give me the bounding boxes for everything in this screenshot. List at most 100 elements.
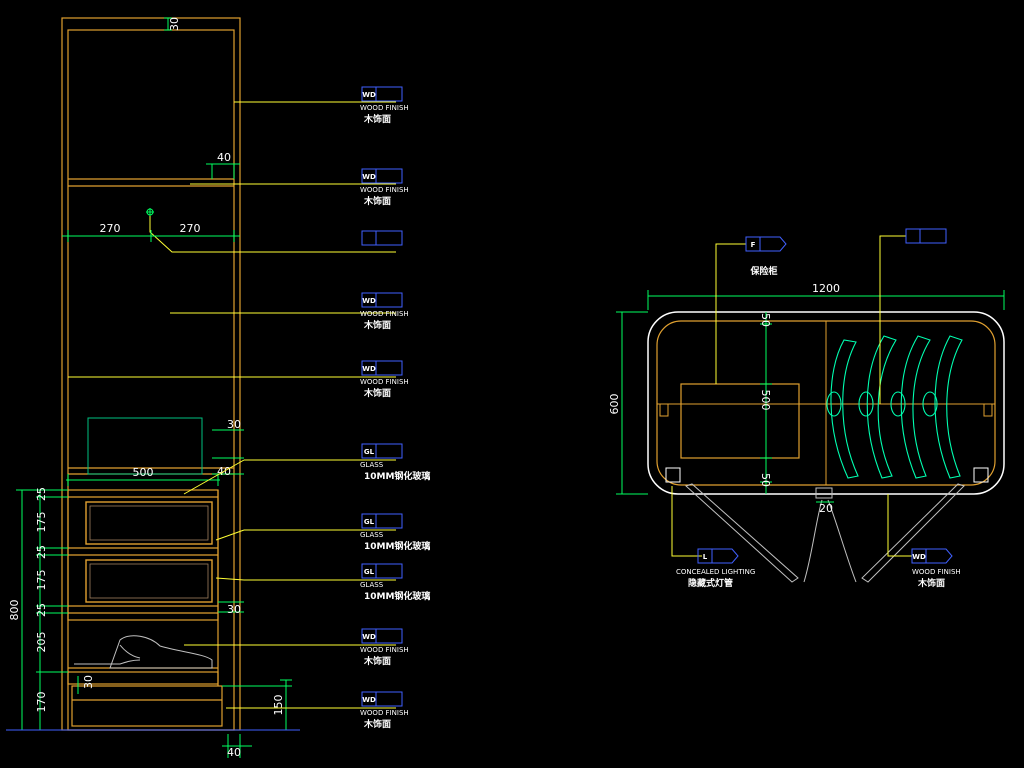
plan-width-text: 1200 (812, 282, 840, 295)
tag-label-en: WOOD FINISH (360, 378, 409, 386)
tag-label-cn: 木饰面 (363, 195, 391, 207)
dim-top (164, 17, 172, 31)
dim-stack-6: 170 (35, 692, 48, 713)
tag-label-cn: 隐藏式灯管 (688, 577, 733, 589)
dim-top-text: 30 (168, 17, 181, 31)
tag-code: WD (362, 365, 376, 373)
tag-label-en: WOOD FINISH (360, 310, 409, 318)
dim-width-right-text: 270 (180, 222, 201, 235)
rod-leader (149, 216, 396, 253)
dim-plinth-text: 150 (272, 695, 285, 716)
dim-drawer-side-30-text: 30 (227, 603, 241, 616)
cabinet-outline (61, 17, 241, 731)
safe-box (680, 383, 800, 459)
tag-label-en: GLASS (360, 531, 384, 539)
tag-code: GL (364, 518, 375, 526)
tag-box (911, 548, 953, 564)
shoe-sketch (74, 635, 213, 669)
tag-label-cn: 10MM钢化玻璃 (364, 540, 430, 552)
plan-doors (685, 483, 965, 583)
tag-box (745, 236, 787, 252)
plan-top-gap-text: 50 (759, 313, 772, 327)
dim-stack-4: 25 (35, 603, 48, 617)
tag-box (361, 86, 403, 102)
dim-total-height-text: 800 (8, 600, 21, 621)
tag-label-en: WOOD FINISH (360, 646, 409, 654)
wardrobe-elevation: 30 40 270 270 30 500 (6, 17, 396, 759)
tag-code: WD (362, 633, 376, 641)
tag-label-cn: 木饰面 (917, 577, 945, 589)
tag-code: WD (362, 173, 376, 181)
tag-label-en: GLASS (360, 581, 384, 589)
dim-drawer-width-text: 500 (133, 466, 154, 479)
dim-plinth (222, 679, 292, 758)
wardrobe-plan: 1200 600 500 50 50 20 (608, 235, 1005, 583)
material-tag (361, 230, 403, 246)
tag-label-cn: 木饰面 (363, 387, 391, 399)
dim-width-left-text: 270 (100, 222, 121, 235)
dim-width (62, 230, 240, 242)
tag-code: WD (362, 297, 376, 305)
tag-code: L (703, 553, 708, 561)
tag-box (361, 691, 403, 707)
tag-box (361, 563, 403, 579)
dim-stack-2: 25 (35, 545, 48, 559)
tag-label-en: WOOD FINISH (912, 568, 961, 576)
dim-glass-shelf (66, 429, 244, 694)
tag-box (361, 628, 403, 644)
tag-label-cn: 10MM钢化玻璃 (364, 590, 430, 602)
tag-label-cn: 木饰面 (363, 319, 391, 331)
tag-code: GL (364, 448, 375, 456)
tag-label-en: GLASS (360, 461, 384, 469)
tag-box (361, 230, 403, 246)
tag-box (361, 513, 403, 529)
glass-panel (87, 417, 203, 475)
plan-tag-top_right (905, 228, 947, 244)
dim-bottom-40-text: 40 (227, 746, 241, 759)
dim-shelf-upper-text: 40 (217, 151, 231, 164)
dim-kick-30-text: 30 (82, 675, 95, 689)
dim-shelf-glass-30-text: 30 (227, 418, 241, 431)
plan-dims (616, 290, 1005, 503)
dim-shelf-upper (206, 163, 240, 179)
tag-label-en: WOOD FINISH (360, 186, 409, 194)
plan-door-gap-text: 20 (819, 502, 833, 515)
dim-stack-1: 175 (35, 512, 48, 533)
tag-box (361, 360, 403, 376)
hanging-rod-marker (146, 208, 154, 216)
dim-stack-0: 25 (35, 487, 48, 501)
tag-label-cn: 木饰面 (363, 718, 391, 730)
plan-body-outer (647, 311, 1005, 495)
tag-label-cn: 木饰面 (363, 113, 391, 125)
hangers (826, 335, 963, 479)
tag-code: GL (364, 568, 375, 576)
tag-label-cn: 10MM钢化玻璃 (364, 470, 430, 482)
tag-box (697, 548, 739, 564)
tag-label-en: WOOD FINISH (360, 709, 409, 717)
tag-code: WD (362, 696, 376, 704)
material-leaders (68, 101, 396, 709)
tag-label-cn: 保险柜 (749, 265, 777, 277)
dim-stack-3: 175 (35, 570, 48, 591)
plan-depth-text: 600 (608, 394, 621, 415)
tag-box (905, 228, 947, 244)
tag-code: F (751, 241, 756, 249)
tag-label-en: CONCEALED LIGHTING (676, 568, 755, 576)
tag-label-cn: 木饰面 (363, 655, 391, 667)
plan-leaders (671, 235, 912, 557)
tag-label-en: WOOD FINISH (360, 104, 409, 112)
tag-box (361, 168, 403, 184)
